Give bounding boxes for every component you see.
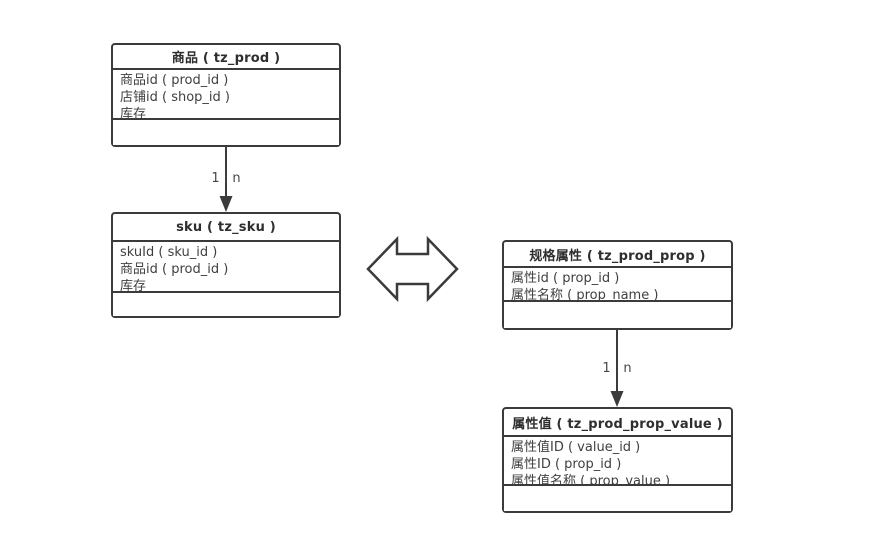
relation-arrow-prod-to-sku (219, 147, 233, 212)
relation-label-prod-sku: 1 : n (211, 171, 241, 186)
arrowhead-icon (219, 196, 233, 212)
entity-field: 商品id ( prod_id ) (120, 73, 229, 88)
entity-prod-prop-footer (504, 302, 731, 328)
entity-sku-title: sku ( tz_sku ) (113, 214, 339, 242)
entity-prod-prop-value-title: 属性值 ( tz_prod_prop_value ) (504, 409, 731, 437)
entity-field: 库存 (120, 279, 147, 293)
relation-arrow-prop-to-value (610, 330, 624, 407)
double-arrow-icon (366, 235, 459, 303)
entity-field: 商品id ( prod_id ) (120, 262, 229, 277)
entity-prod-prop: 规格属性 ( tz_prod_prop ) 属性id ( prop_id ) 属… (502, 240, 733, 330)
entity-prod-title: 商品 ( tz_prod ) (113, 45, 339, 70)
entity-sku-fields: skuId ( sku_id ) 商品id ( prod_id ) 库存 (113, 242, 339, 293)
entity-sku: sku ( tz_sku ) skuId ( sku_id ) 商品id ( p… (111, 212, 341, 318)
relation-label-prop-value: 1 : n (602, 361, 632, 376)
entity-sku-footer (113, 293, 339, 316)
entity-field: skuId ( sku_id ) (120, 245, 218, 260)
entity-field: 属性ID ( prop_id ) (511, 457, 622, 472)
entity-prod-footer (113, 120, 339, 145)
entity-prod-prop-value-footer (504, 486, 731, 511)
entity-field: 属性值ID ( value_id ) (511, 440, 641, 455)
entity-prod: 商品 ( tz_prod ) 商品id ( prod_id ) 店铺id ( s… (111, 43, 341, 147)
entity-field: 库存 (120, 107, 147, 120)
entity-prod-prop-title: 规格属性 ( tz_prod_prop ) (504, 242, 731, 268)
entity-field: 属性名称 ( prop_name ) (511, 288, 659, 302)
entity-prod-prop-value-fields: 属性值ID ( value_id ) 属性ID ( prop_id ) 属性值名… (504, 437, 731, 486)
entity-field: 属性值名称 ( prop_value ) (511, 474, 671, 486)
entity-field: 属性id ( prop_id ) (511, 271, 620, 286)
arrowhead-icon (610, 391, 624, 407)
entity-prod-fields: 商品id ( prod_id ) 店铺id ( shop_id ) 库存 (113, 70, 339, 120)
entity-prod-prop-value: 属性值 ( tz_prod_prop_value ) 属性值ID ( value… (502, 407, 733, 513)
entity-field: 店铺id ( shop_id ) (120, 90, 230, 105)
entity-prod-prop-fields: 属性id ( prop_id ) 属性名称 ( prop_name ) (504, 268, 731, 302)
